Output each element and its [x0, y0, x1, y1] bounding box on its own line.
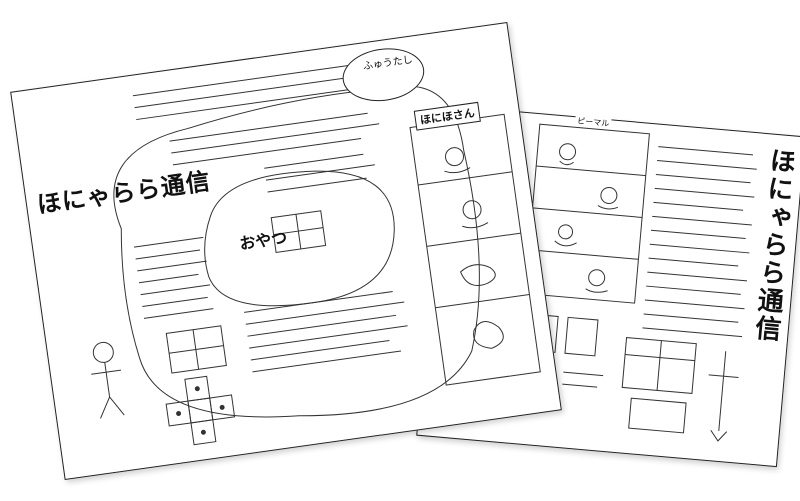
front-sheet-handwriting [91, 60, 541, 446]
front-newsletter-sheet: ほにゃらら通信 ふゅうたし おやつ ほにほさん [10, 21, 562, 481]
